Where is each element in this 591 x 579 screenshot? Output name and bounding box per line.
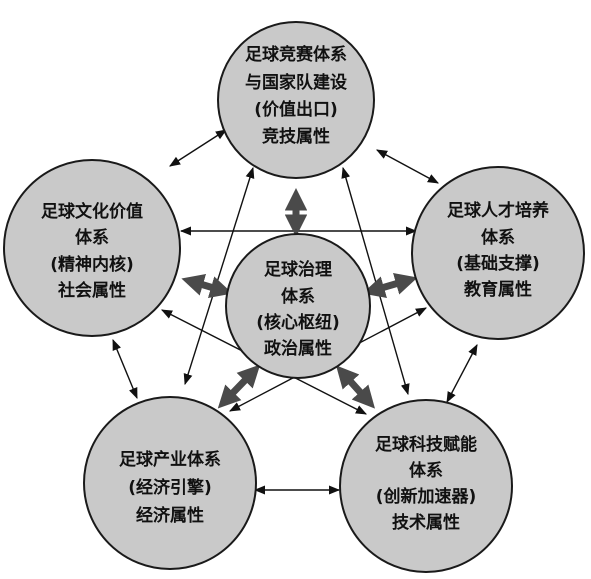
node-right-line-4: 教育属性 bbox=[463, 279, 532, 300]
node-center-line-4: 政治属性 bbox=[264, 338, 332, 359]
node-right-line-3: (基础支撑) bbox=[456, 253, 540, 274]
node-bottom-left-line-1: 足球产业体系 bbox=[119, 449, 221, 470]
node-bottom-right-circle bbox=[339, 399, 513, 573]
node-left-line-2: 体系 bbox=[75, 227, 109, 248]
node-left-line-1: 足球文化价值 bbox=[41, 201, 143, 222]
connector-top-left bbox=[169, 129, 227, 167]
node-right: 足球人才培养 体系 (基础支撑) 教育属性 bbox=[411, 166, 585, 340]
center-bottomright-connector bbox=[336, 365, 375, 409]
node-bottom-right: 足球科技赋能 体系 (创新加速器) 技术属性 bbox=[339, 399, 513, 573]
node-right-line-2: 体系 bbox=[481, 227, 515, 248]
node-bottom-right-line-4: 技术属性 bbox=[392, 512, 460, 533]
node-bottom-right-line-2: 体系 bbox=[409, 460, 443, 481]
node-left-line-3: (精神内核) bbox=[50, 254, 134, 275]
node-center-line-3: (核心枢纽) bbox=[256, 312, 340, 333]
node-top-line-4: 竞技属性 bbox=[262, 126, 330, 147]
node-top-circle bbox=[217, 21, 375, 179]
connector-right-bottomright bbox=[446, 344, 478, 403]
node-bottom-right-line-1: 足球科技赋能 bbox=[375, 434, 477, 455]
node-right-line-1: 足球人才培养 bbox=[447, 200, 550, 221]
connector-top-right bbox=[376, 149, 439, 184]
center-connectors bbox=[181, 188, 418, 409]
center-left-connector bbox=[181, 274, 233, 298]
node-bottom-left-line-3: 经济属性 bbox=[136, 505, 204, 526]
node-bottom-left: 足球产业体系 (经济引擎) 经济属性 bbox=[83, 396, 257, 570]
node-center-line-2: 体系 bbox=[281, 286, 315, 307]
node-bottom-left-circle bbox=[83, 396, 257, 570]
node-top-line-3: (价值出口) bbox=[254, 99, 338, 120]
center-bottomleft-connector bbox=[217, 364, 261, 409]
node-left-circle bbox=[3, 159, 181, 337]
node-top-line-1: 足球竞赛体系 bbox=[245, 44, 347, 65]
node-bottom-right-line-3: (创新加速器) bbox=[376, 486, 477, 507]
node-right-circle bbox=[411, 166, 585, 340]
node-left-line-4: 社会属性 bbox=[57, 280, 126, 301]
node-center-circle bbox=[225, 233, 371, 379]
node-bottom-left-line-2: (经济引擎) bbox=[128, 477, 212, 498]
node-left: 足球文化价值 体系 (精神内核) 社会属性 bbox=[3, 159, 181, 337]
center-right-connector bbox=[362, 272, 418, 299]
node-top: 足球竞赛体系 与国家队建设 (价值出口) 竞技属性 bbox=[217, 21, 375, 179]
node-top-line-2: 与国家队建设 bbox=[245, 72, 347, 93]
node-center-line-1: 足球治理 bbox=[264, 259, 332, 280]
node-center: 足球治理 体系 (核心枢纽) 政治属性 bbox=[225, 233, 371, 379]
connector-left-bottomleft bbox=[112, 338, 138, 400]
